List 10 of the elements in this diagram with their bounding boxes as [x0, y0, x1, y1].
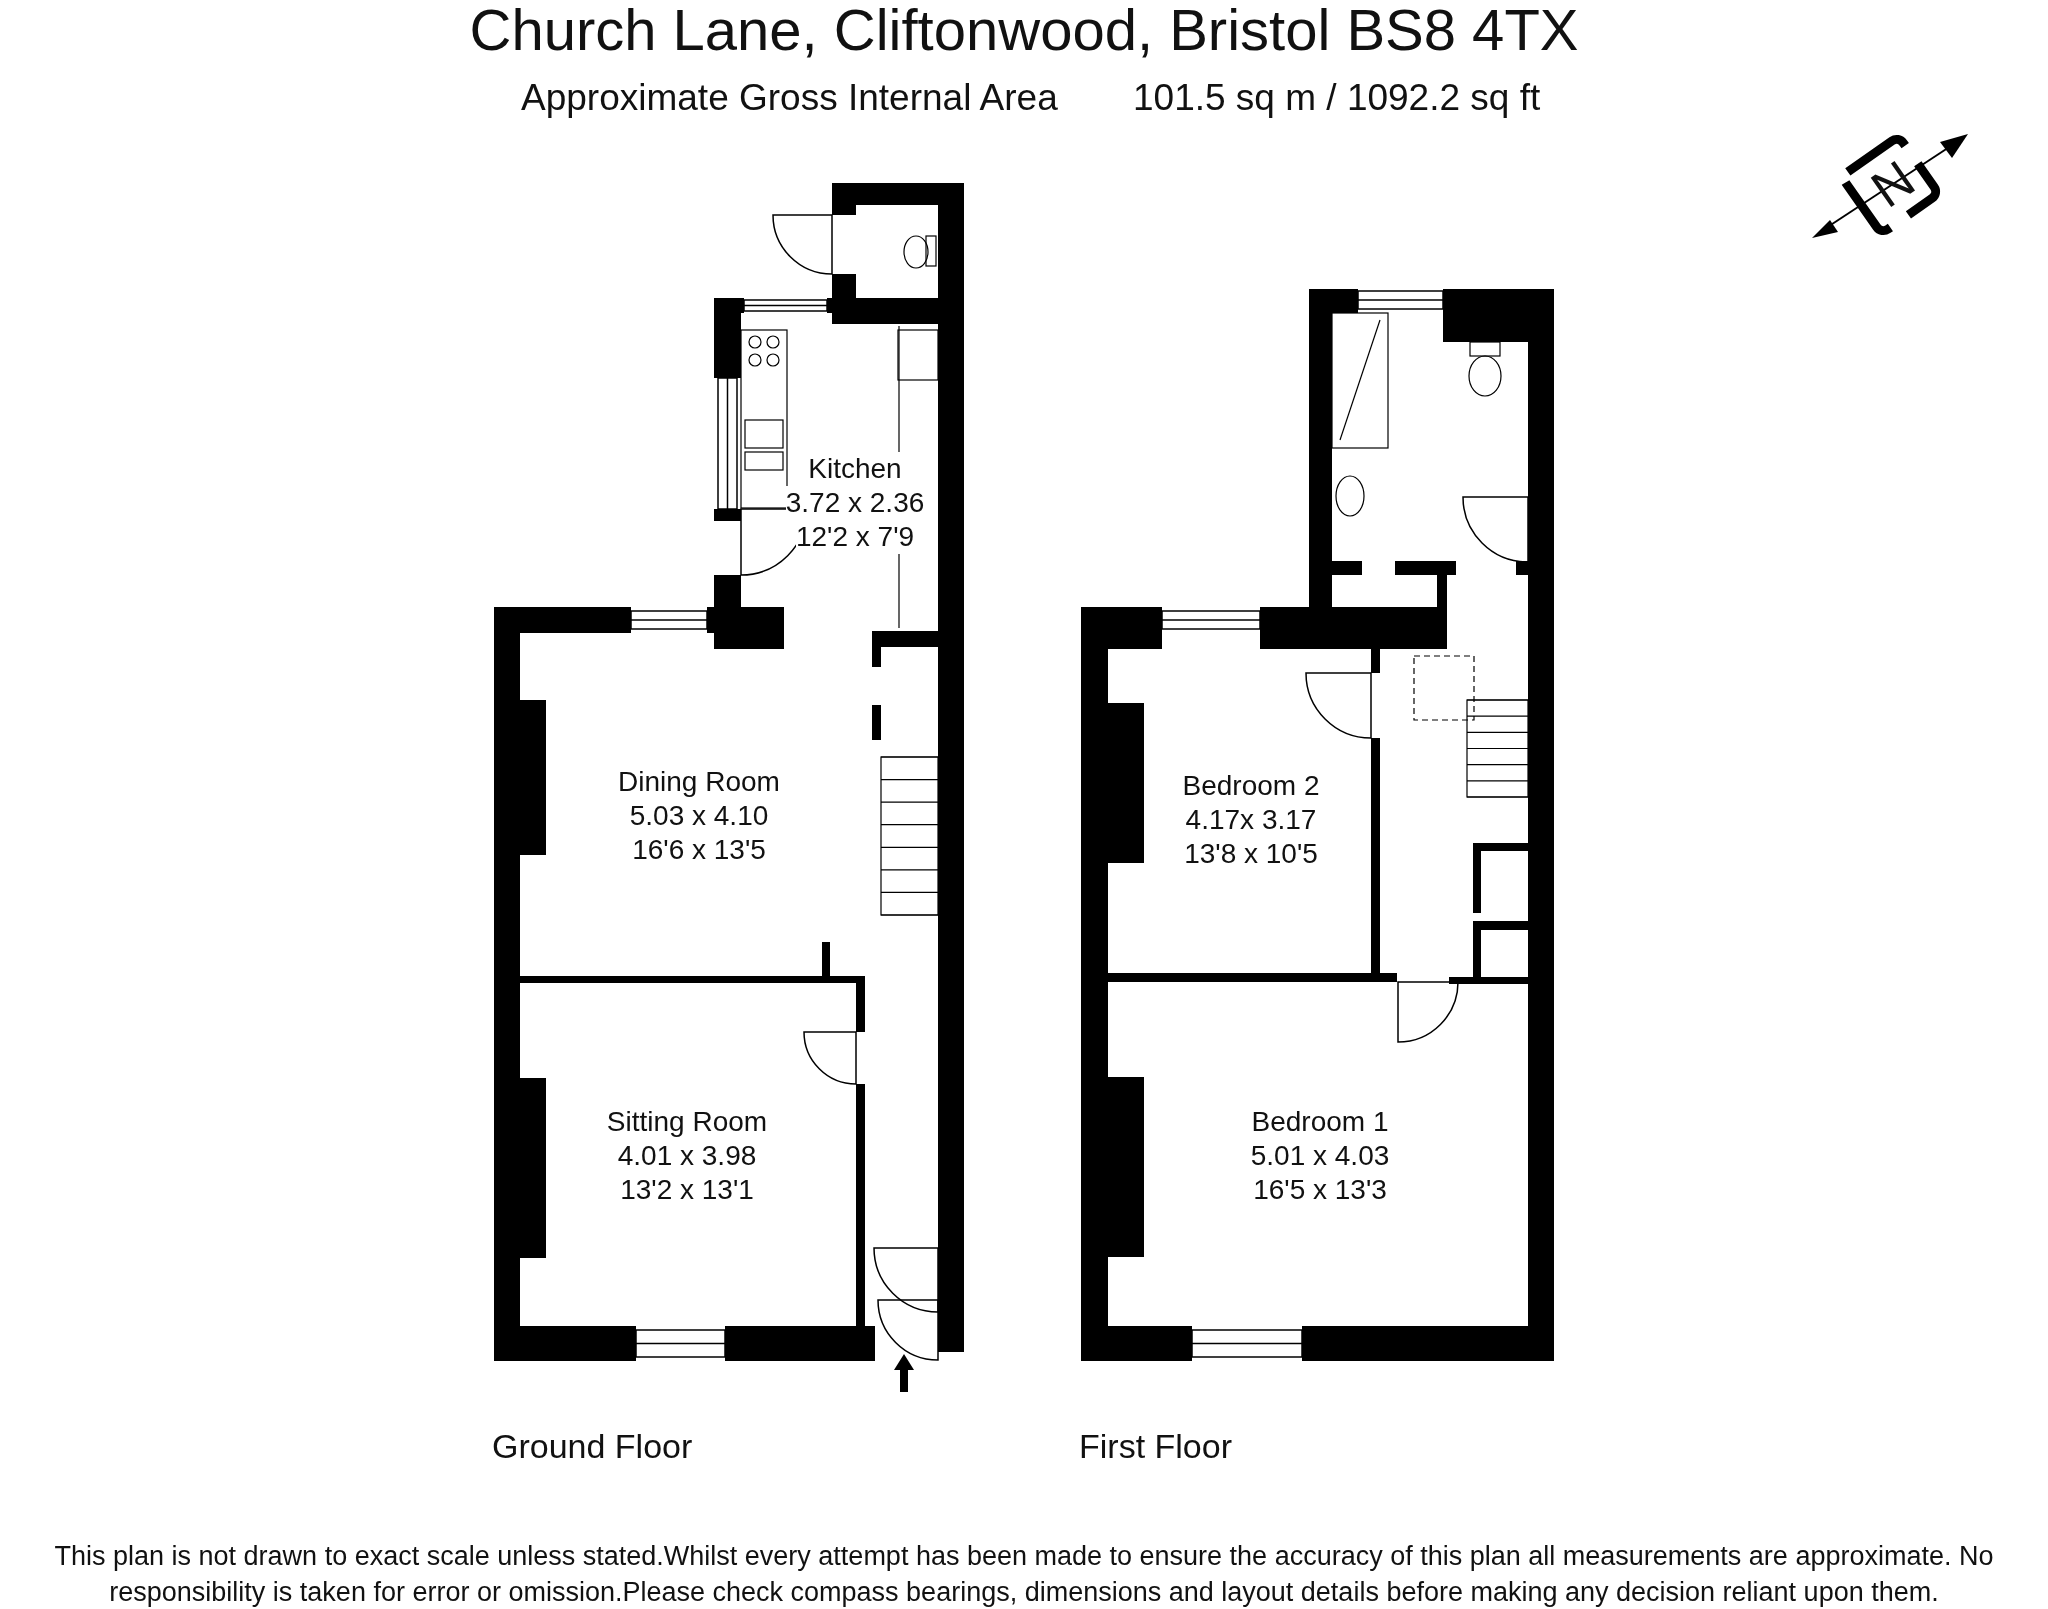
title: Church Lane, Cliftonwood, Bristol BS8 4TX [468, 0, 1580, 60]
area-text: Approximate Gross Internal Area [521, 76, 1058, 120]
floor-name: First Floor [1079, 1426, 1232, 1466]
area-value: 101.5 sq m / 1092.2 sq ft [1133, 76, 1541, 120]
room-name: Kitchen [808, 452, 902, 486]
room-dimensions: 3.72 x 2.36 [785, 486, 925, 520]
room-dimensions: 12'2 x 7'9 [795, 520, 915, 554]
floor-name: Ground Floor [492, 1426, 693, 1466]
disclaimer-text: This plan is not drawn to exact scale unless stated.Whilst every attempt has been made to ensure the accuracy of this plan all measurements are approximate. No responsibility is taken for error or omission.Please check compass bearings, dimensions and layout details before making any decision reliant upon them. [53, 1540, 1995, 1609]
compass-letter: N [1861, 150, 1925, 218]
